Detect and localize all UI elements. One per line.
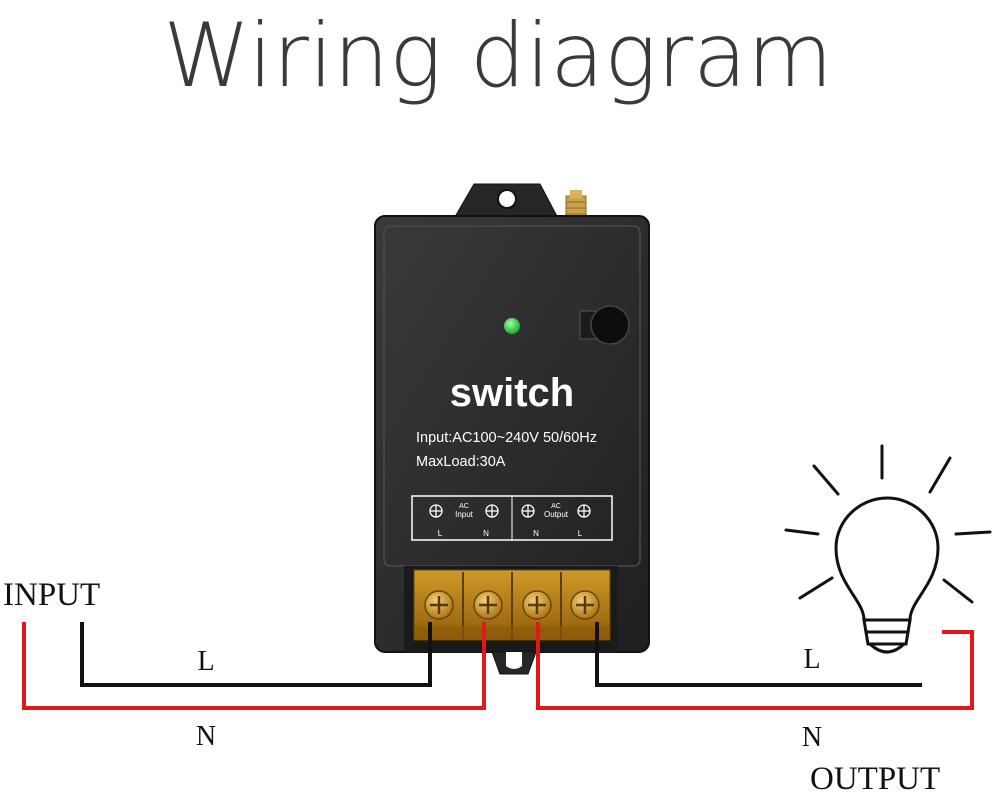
- terminal-label-1: L: [438, 529, 443, 538]
- terminal-screw-2: [473, 590, 503, 620]
- terminal-screw-4: [570, 590, 600, 620]
- input-group-bottom: Input: [455, 510, 474, 519]
- device-label: switch: [450, 371, 574, 415]
- input-live-wire: [80, 622, 432, 687]
- input-heading: INPUT: [3, 577, 100, 613]
- spec-input: Input:AC100~240V 50/60Hz: [416, 430, 597, 446]
- output-neutral-wire: [536, 622, 974, 710]
- output-heading: OUTPUT: [810, 761, 940, 797]
- output-live-wire: [595, 622, 922, 687]
- status-led: [504, 318, 520, 334]
- output-group-top: AC: [551, 503, 561, 510]
- terminal-screw-3: [522, 590, 552, 620]
- switch-device: switch Input:AC100~240V 50/60Hz MaxLoad:…: [374, 215, 650, 653]
- page-title: Wiring diagram: [163, 4, 833, 107]
- input-line-label: L: [197, 646, 214, 677]
- output-group-bottom: Output: [544, 510, 569, 519]
- terminal-screw-1: [424, 590, 454, 620]
- spec-load: MaxLoad:30A: [416, 454, 506, 470]
- light-bulb-icon: [784, 444, 992, 654]
- input-group-top: AC: [459, 503, 469, 510]
- terminal-label-panel: AC Input AC Output L N N L: [411, 495, 613, 541]
- input-neutral-label: N: [196, 721, 216, 752]
- learn-button[interactable]: [579, 305, 630, 345]
- terminal-label-4: L: [578, 529, 583, 538]
- terminal-label-2: N: [483, 529, 489, 538]
- input-neutral-wire: [22, 622, 486, 710]
- terminal-label-3: N: [533, 529, 539, 538]
- mounting-hole: [497, 189, 517, 209]
- output-line-label: L: [803, 644, 820, 675]
- output-neutral-label: N: [802, 722, 822, 753]
